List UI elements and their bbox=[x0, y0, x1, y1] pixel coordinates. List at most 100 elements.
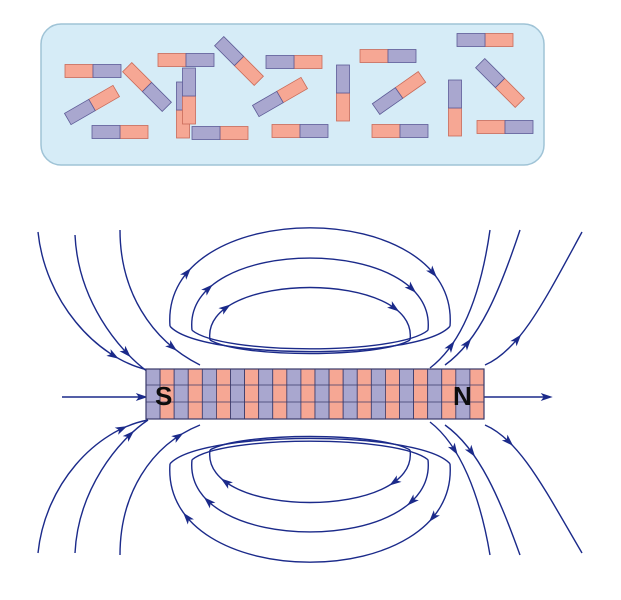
field-arrow bbox=[122, 430, 135, 442]
field-arrow bbox=[501, 434, 514, 446]
domain-south-half bbox=[91, 125, 121, 139]
field-loop-top-upper bbox=[191, 257, 429, 331]
domain-north-half bbox=[293, 55, 323, 69]
field-line-open-bottom bbox=[429, 421, 491, 556]
bar-domain-north bbox=[385, 368, 400, 420]
domain-south-half bbox=[387, 49, 417, 63]
bar-domain-north bbox=[272, 368, 288, 420]
field-loop-bottom-lower bbox=[191, 459, 429, 533]
field-line-open-top bbox=[444, 229, 521, 366]
field-loop-bottom-upper bbox=[209, 435, 411, 451]
field-loop-bottom-lower bbox=[209, 449, 411, 504]
domain-magnet bbox=[122, 62, 172, 112]
bar-domain-south bbox=[399, 368, 414, 420]
domain-south-half bbox=[251, 90, 284, 118]
domain-south-half bbox=[214, 36, 245, 67]
field-arrow bbox=[180, 268, 191, 280]
domain-magnet bbox=[214, 36, 264, 86]
domain-magnet bbox=[475, 58, 525, 108]
domain-south-half bbox=[92, 64, 122, 78]
field-loop-top-lower bbox=[169, 325, 451, 353]
bar-outline bbox=[145, 368, 485, 420]
domain-north-half bbox=[476, 120, 506, 134]
field-arrow bbox=[510, 334, 522, 347]
field-lines-group bbox=[37, 227, 583, 563]
domain-south-half bbox=[299, 124, 329, 138]
field-arrow bbox=[429, 510, 440, 522]
domain-south-half bbox=[141, 81, 172, 112]
bar-domain-north bbox=[300, 368, 316, 420]
field-loop-bottom-upper bbox=[169, 437, 451, 465]
domain-magnet bbox=[456, 33, 514, 47]
bar-domain-north bbox=[244, 368, 260, 420]
domain-south-half bbox=[63, 98, 96, 126]
field-arrow bbox=[447, 442, 458, 455]
bar-domain-north bbox=[216, 368, 231, 420]
domain-south-half bbox=[182, 67, 196, 97]
domain-magnet bbox=[371, 71, 427, 115]
field-line-open-top bbox=[74, 234, 149, 373]
field-line-open-top bbox=[484, 231, 583, 366]
field-loop-bottom-lower bbox=[169, 463, 451, 563]
field-loop-top-upper bbox=[209, 286, 411, 341]
bar-domain-north bbox=[328, 368, 344, 420]
domain-south-half bbox=[265, 55, 295, 69]
domain-north-half bbox=[157, 53, 187, 67]
bar-domain-south bbox=[258, 368, 274, 420]
domain-magnet bbox=[476, 120, 534, 134]
field-arrow bbox=[183, 512, 194, 525]
domain-magnet bbox=[251, 76, 309, 118]
bar-domain-south bbox=[342, 368, 358, 420]
field-arrow bbox=[540, 393, 553, 401]
domain-south-half bbox=[336, 64, 350, 94]
magnetized-bar bbox=[145, 368, 485, 420]
field-line-open-bottom bbox=[444, 424, 521, 556]
field-arrow bbox=[165, 340, 177, 351]
field-arrow bbox=[407, 494, 419, 506]
bar-domain-north bbox=[356, 368, 372, 420]
domain-north-half bbox=[336, 92, 350, 122]
field-arrow bbox=[464, 444, 476, 457]
bar-domain-south bbox=[427, 368, 443, 420]
domain-south-half bbox=[191, 126, 221, 140]
field-line-open-bottom bbox=[37, 419, 149, 554]
field-arrow bbox=[220, 478, 233, 489]
field-arrow bbox=[444, 340, 455, 353]
field-arrow bbox=[114, 426, 128, 435]
domain-magnet bbox=[336, 64, 350, 122]
south-pole-label: S bbox=[155, 381, 172, 411]
domain-north-half bbox=[448, 107, 462, 137]
domain-magnet bbox=[182, 67, 196, 125]
domain-south-half bbox=[399, 124, 429, 138]
domain-magnet bbox=[64, 64, 122, 78]
field-line-open-bottom bbox=[484, 424, 583, 554]
domain-north-half bbox=[271, 124, 301, 138]
domain-south-half bbox=[371, 87, 404, 115]
field-arrow bbox=[404, 281, 417, 293]
bar-domain-north bbox=[469, 368, 485, 420]
field-arrow bbox=[171, 432, 184, 443]
field-arrow bbox=[106, 349, 119, 359]
bar-domain-south bbox=[370, 368, 386, 420]
domain-north-half bbox=[484, 33, 514, 47]
bar-domain-south bbox=[201, 368, 217, 420]
field-arrow bbox=[218, 304, 231, 315]
domain-north-half bbox=[371, 124, 401, 138]
bar-domain-north bbox=[413, 368, 429, 420]
bar-domain-north bbox=[187, 368, 203, 420]
domain-south-half bbox=[475, 58, 506, 89]
field-arrow bbox=[460, 338, 472, 351]
domain-north-half bbox=[219, 126, 249, 140]
field-line-open-top bbox=[119, 229, 201, 366]
bar-domain-south bbox=[314, 368, 330, 420]
domain-north-half bbox=[64, 64, 94, 78]
field-arrow bbox=[119, 345, 131, 358]
domain-magnet bbox=[265, 55, 323, 69]
bar-domain-south bbox=[286, 368, 302, 420]
domain-magnet bbox=[271, 124, 329, 138]
domain-south-half bbox=[456, 33, 486, 47]
domain-magnet bbox=[191, 126, 249, 140]
field-line-open-bottom bbox=[119, 424, 201, 556]
field-arrow bbox=[135, 393, 148, 401]
